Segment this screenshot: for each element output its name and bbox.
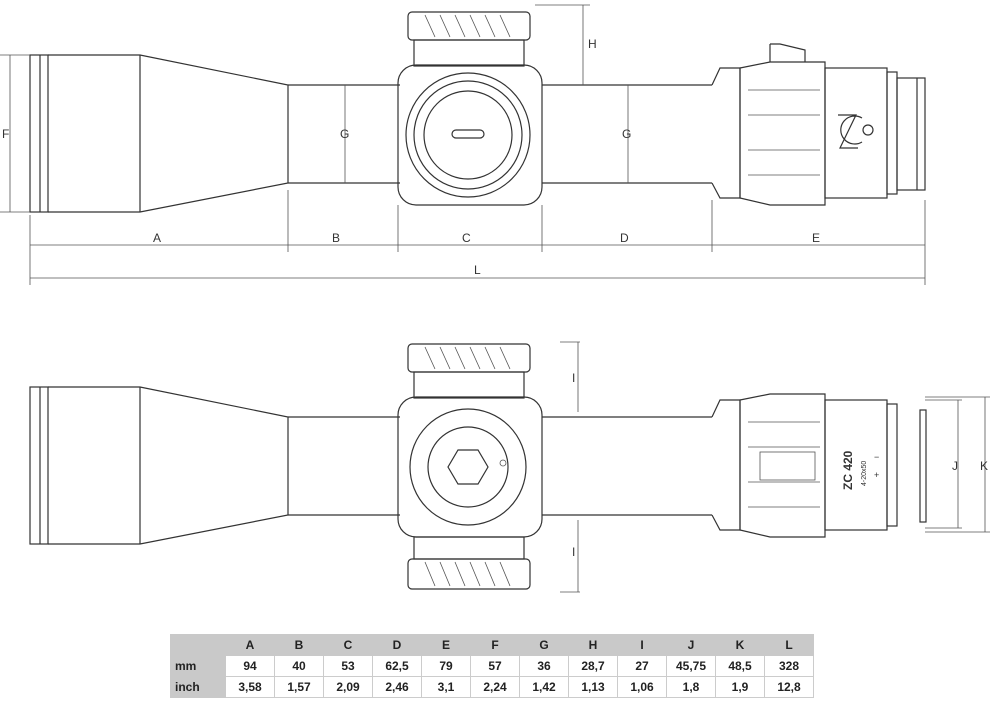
dim-label-G-right: G [622, 127, 631, 141]
eyepiece-minus-marking: − [874, 452, 879, 462]
table-row-inch: inch 3,58 1,57 2,09 2,46 3,1 2,24 1,42 1… [170, 676, 814, 698]
elevation-turret-top [407, 11, 531, 67]
table-cell: 12,8 [764, 676, 814, 698]
table-cell: 1,9 [715, 676, 765, 698]
column-header: K [715, 634, 765, 656]
dim-label-H: H [588, 37, 597, 51]
column-header: E [421, 634, 471, 656]
scope-side-view [29, 341, 990, 593]
eyepiece-top [711, 43, 926, 206]
column-header: F [470, 634, 520, 656]
dim-label-J: J [952, 459, 958, 473]
scope-top-view: A B C D E L F G G H [0, 4, 926, 285]
column-header: H [568, 634, 618, 656]
scope-technical-drawing: A B C D E L F G G H [0, 4, 990, 593]
side-focus-knob [405, 72, 531, 198]
dim-label-L: L [474, 263, 481, 277]
turret-block [397, 64, 543, 206]
table-cell: 62,5 [372, 655, 422, 677]
column-header: B [274, 634, 324, 656]
table-cell: 28,7 [568, 655, 618, 677]
table-cell: 2,09 [323, 676, 373, 698]
dim-label-I-bottom: I [572, 545, 575, 559]
table-cell: 1,8 [666, 676, 716, 698]
eyepiece-plus-marking: + [874, 470, 879, 480]
table-cell: 57 [470, 655, 520, 677]
dim-label-B: B [332, 231, 340, 245]
table-cell: 2,46 [372, 676, 422, 698]
dim-label-I-top: I [572, 371, 575, 385]
dim-label-E: E [812, 231, 820, 245]
table-cell: 53 [323, 655, 373, 677]
dim-label-A: A [153, 231, 161, 245]
column-header: J [666, 634, 716, 656]
column-header: D [372, 634, 422, 656]
dimensions-table: A B C D E F G H I J K L mm 94 40 53 62,5… [170, 634, 814, 698]
dim-label-C: C [462, 231, 471, 245]
table-cell: 328 [764, 655, 814, 677]
table-cell: 48,5 [715, 655, 765, 677]
dim-label-D: D [620, 231, 629, 245]
dim-label-F: F [2, 127, 9, 141]
column-header: L [764, 634, 814, 656]
table-cell: 79 [421, 655, 471, 677]
dim-label-K: K [980, 459, 988, 473]
table-cell: 40 [274, 655, 324, 677]
table-corner [170, 634, 226, 656]
table-cell: 1,57 [274, 676, 324, 698]
table-cell: 1,06 [617, 676, 667, 698]
table-cell: 45,75 [666, 655, 716, 677]
table-cell: 3,1 [421, 676, 471, 698]
table-row-mm: mm 94 40 53 62,5 79 57 36 28,7 27 45,75 … [170, 655, 814, 677]
table-header-row: A B C D E F G H I J K L [170, 634, 814, 656]
dimension-lines-top [0, 4, 926, 285]
table-cell: 3,58 [225, 676, 275, 698]
column-header: C [323, 634, 373, 656]
dim-label-G-left: G [340, 127, 349, 141]
column-header: G [519, 634, 569, 656]
table-cell: 36 [519, 655, 569, 677]
column-header: I [617, 634, 667, 656]
row-label: inch [170, 676, 226, 698]
table-cell: 1,42 [519, 676, 569, 698]
table-cell: 94 [225, 655, 275, 677]
eyepiece-model-marking: ZC 420 [841, 450, 855, 490]
column-header: A [225, 634, 275, 656]
table-cell: 1,13 [568, 676, 618, 698]
table-cell: 27 [617, 655, 667, 677]
table-cell: 2,24 [470, 676, 520, 698]
eyepiece-magnification-marking: 4-20x50 [861, 461, 868, 486]
row-label: mm [170, 655, 226, 677]
